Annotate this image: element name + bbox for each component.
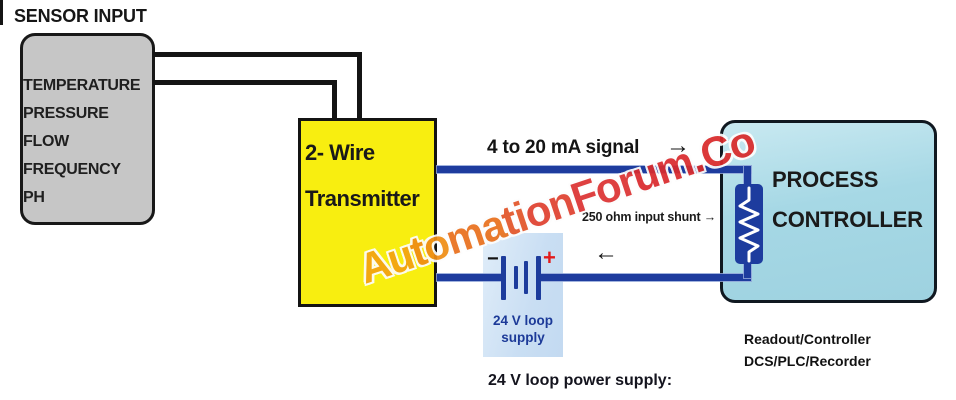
edge-artifact: [0, 0, 3, 25]
transmitter-label-line2: Transmitter: [305, 186, 420, 211]
sensor-item-flow: FLOW: [23, 133, 69, 150]
battery-supply-box: [483, 233, 563, 357]
process-controller-label: PROCESS CONTROLLER: [772, 160, 923, 240]
process-controller-label-line2: CONTROLLER: [772, 207, 923, 232]
battery-plate-outer-left: [501, 256, 506, 300]
resistor-zigzag: [738, 186, 760, 263]
sensor-item-temperature: TEMPERATURE: [23, 77, 141, 94]
signal-wire-top-drop: [744, 166, 751, 188]
return-wire-riser: [744, 261, 751, 278]
battery-minus-sign: −: [487, 248, 499, 270]
sensor-input-title: SENSOR INPUT: [14, 6, 147, 26]
sensor-item-pressure: PRESSURE: [23, 105, 109, 122]
sensor-item-ph: PH: [23, 189, 45, 206]
transmitter-label: 2- Wire Transmitter: [305, 130, 437, 222]
return-wire-left-segment: [437, 274, 504, 281]
sensor-input-list: TEMPERATURE PRESSURE FLOW FREQUENCY PH: [23, 72, 153, 212]
sensor-wire-bottom-vertical: [332, 80, 337, 118]
sensor-wire-bottom-horizontal: [153, 80, 337, 85]
process-controller-label-line1: PROCESS: [772, 167, 879, 192]
battery-caption: 24 V loop power supply:: [488, 372, 673, 389]
controller-caption: Readout/Controller DCS/PLC/Recorder: [744, 328, 871, 372]
return-wire-right-segment: [539, 274, 751, 281]
sensor-input-box: [20, 33, 155, 225]
signal-label: 4 to 20 mA signal: [487, 137, 640, 158]
right-arrow-icon: →: [666, 132, 690, 159]
sensor-item-frequency: FREQUENCY: [23, 161, 121, 178]
resistor-icon: [735, 184, 763, 264]
battery-label: 24 V loop supply: [483, 312, 563, 346]
controller-caption-line2: DCS/PLC/Recorder: [744, 353, 871, 369]
battery-plus-sign: +: [543, 245, 556, 270]
transmitter-label-line1: 2- Wire: [305, 140, 375, 165]
battery-label-line1: 24 V loop: [492, 313, 553, 328]
sensor-wire-top-horizontal: [153, 52, 362, 57]
battery-label-line2: supply: [501, 330, 545, 345]
battery-plate-inner-right: [524, 261, 528, 294]
signal-wire-top: [437, 166, 751, 173]
left-arrow-icon: ←: [594, 239, 618, 266]
transmitter-box: [298, 118, 437, 307]
battery-plate-outer-right: [536, 256, 541, 300]
shunt-label: 250 ohm input shunt →: [582, 210, 716, 224]
battery-plate-inner-left: [514, 266, 518, 289]
controller-caption-line1: Readout/Controller: [744, 331, 871, 347]
sensor-wire-top-vertical: [357, 52, 362, 118]
